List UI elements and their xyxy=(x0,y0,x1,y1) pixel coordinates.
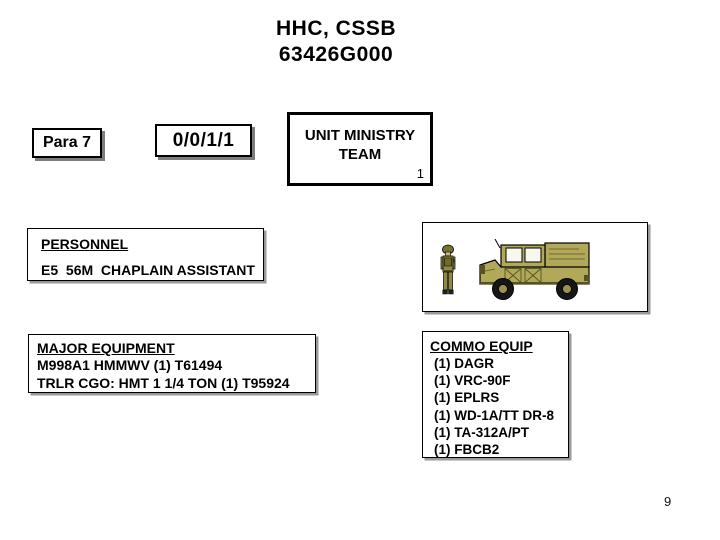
unit-quantity: 1 xyxy=(416,166,424,181)
personnel-box: PERSONNEL E5 56M CHAPLAIN ASSISTANT xyxy=(27,228,264,281)
para-reference-box: Para 7 xyxy=(32,128,102,158)
hmmwv-icon xyxy=(479,239,590,300)
commo-equip-item: (1) WD-1A/TT DR-8 xyxy=(434,407,554,423)
para-reference-label: Para 7 xyxy=(42,134,92,151)
commo-equip-box: COMMO EQUIP (1) DAGR (1) VRC-90F (1) EPL… xyxy=(422,331,569,458)
strength-value: 0/0/1/1 xyxy=(172,129,235,151)
page-number: 9 xyxy=(664,494,672,509)
commo-equip-item: (1) VRC-90F xyxy=(434,373,511,389)
major-equipment-box: MAJOR EQUIPMENT M998A1 HMMWV (1) T61494 … xyxy=(28,334,316,393)
soldier-icon xyxy=(440,244,456,295)
slide-title-line2: 63426G000 xyxy=(278,43,394,66)
commo-equip-item: (1) EPLRS xyxy=(434,390,500,406)
major-equipment-item: TRLR CGO: HMT 1 1/4 TON (1) T95924 xyxy=(37,374,290,391)
major-equipment-heading: MAJOR EQUIPMENT xyxy=(37,340,175,356)
slide-title-line1: HHC, CSSB xyxy=(275,17,396,40)
unit-name: UNIT MINISTRY TEAM xyxy=(304,127,416,163)
strength-box: 0/0/1/1 xyxy=(155,124,252,157)
vehicle-illustration-box xyxy=(422,222,648,312)
commo-equip-item: (1) FBCB2 xyxy=(434,442,500,458)
slide-title: HHC, CSSB 63426G000 xyxy=(0,16,696,68)
commo-equip-heading: COMMO EQUIP xyxy=(430,338,533,354)
unit-ministry-team-box: UNIT MINISTRY TEAM 1 xyxy=(287,112,433,186)
major-equipment-item: M998A1 HMMWV (1) T61494 xyxy=(37,357,223,373)
commo-equip-item: (1) DAGR xyxy=(434,356,494,371)
personnel-entry: E5 56M CHAPLAIN ASSISTANT xyxy=(41,262,255,278)
commo-equip-item: (1) TA-312A/PT xyxy=(434,424,530,440)
personnel-heading: PERSONNEL xyxy=(41,236,129,252)
